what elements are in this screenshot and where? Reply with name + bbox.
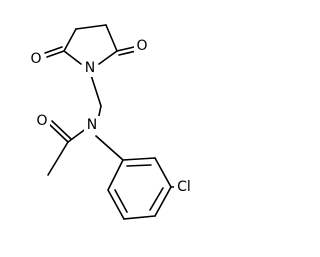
bond-ring-inner-2 — [149, 187, 164, 211]
bond-ring-inner-1 — [126, 164, 152, 167]
amide-n-bg — [84, 116, 100, 134]
acetyl-o-bg — [34, 112, 50, 130]
amide-nitrogen-label: N — [87, 117, 97, 133]
bond-ring-ch2-to-right-carbonyl — [105, 24, 118, 52]
molecule-structure-diagram: N O O N O Cl — [28, 24, 195, 220]
imide-n-bg — [82, 59, 98, 77]
bond-ring-6-1 — [107, 159, 124, 191]
bond-right-carbonyl-double-b — [118, 50, 137, 56]
bond-ring-3-4 — [154, 186, 172, 217]
bond-amide-n-to-aryl — [95, 135, 124, 161]
bond-right-carbonyl-double-a — [116, 46, 135, 52]
bond-ring-4-5 — [123, 215, 156, 220]
bond-ring-n-to-left-carbonyl — [63, 50, 82, 65]
bond-acetyl-double-a — [48, 123, 69, 143]
bond-ring-right-carbonyl-to-n — [98, 50, 118, 65]
bond-ring-ch2-to-ch2 — [75, 24, 107, 30]
chloro-bg — [174, 178, 195, 196]
bond-ring-2-3 — [154, 157, 172, 188]
chloro-label: Cl — [177, 179, 191, 195]
bond-ring-left-carbonyl-to-ch2 — [63, 28, 77, 52]
imide-nitrogen-label: N — [85, 60, 95, 76]
bond-ring-inner-3 — [114, 189, 128, 213]
acetyl-oxygen-label: O — [36, 113, 47, 129]
bond-ring-5-6 — [107, 189, 125, 220]
bond-left-carbonyl-double-a — [46, 50, 65, 58]
imide-o-left-bg — [28, 50, 44, 68]
bond-left-carbonyl-double-b — [44, 46, 63, 54]
bond-imide-n-to-ch2 — [89, 71, 102, 107]
imide-oxygen-right-label: O — [136, 38, 147, 54]
bond-ring-1-2 — [122, 157, 156, 161]
imide-oxygen-left-label: O — [30, 51, 41, 67]
imide-o-right-bg — [134, 37, 150, 55]
bond-carbonyl-to-methyl — [47, 141, 69, 176]
bond-acetyl-double-b — [51, 120, 72, 140]
